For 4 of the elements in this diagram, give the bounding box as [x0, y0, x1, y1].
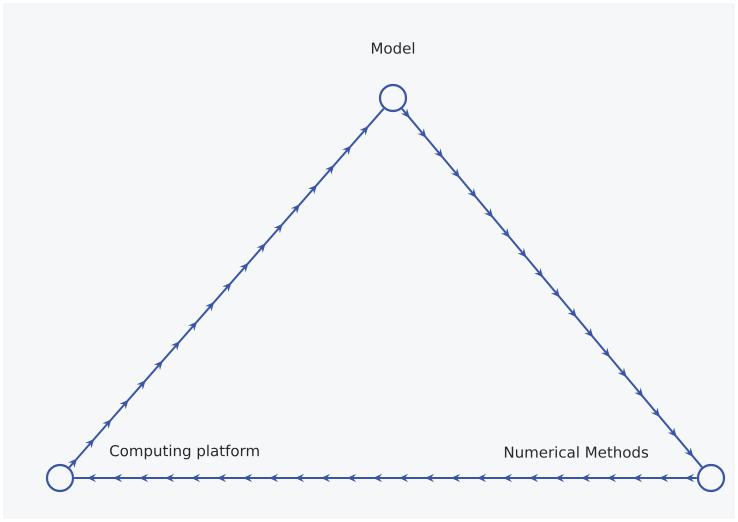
- node-label: Model: [372, 42, 414, 54]
- node-label: Computing platform: [110, 444, 259, 460]
- node-label: Numerical Methods: [504, 446, 648, 458]
- arrow: [68, 108, 384, 468]
